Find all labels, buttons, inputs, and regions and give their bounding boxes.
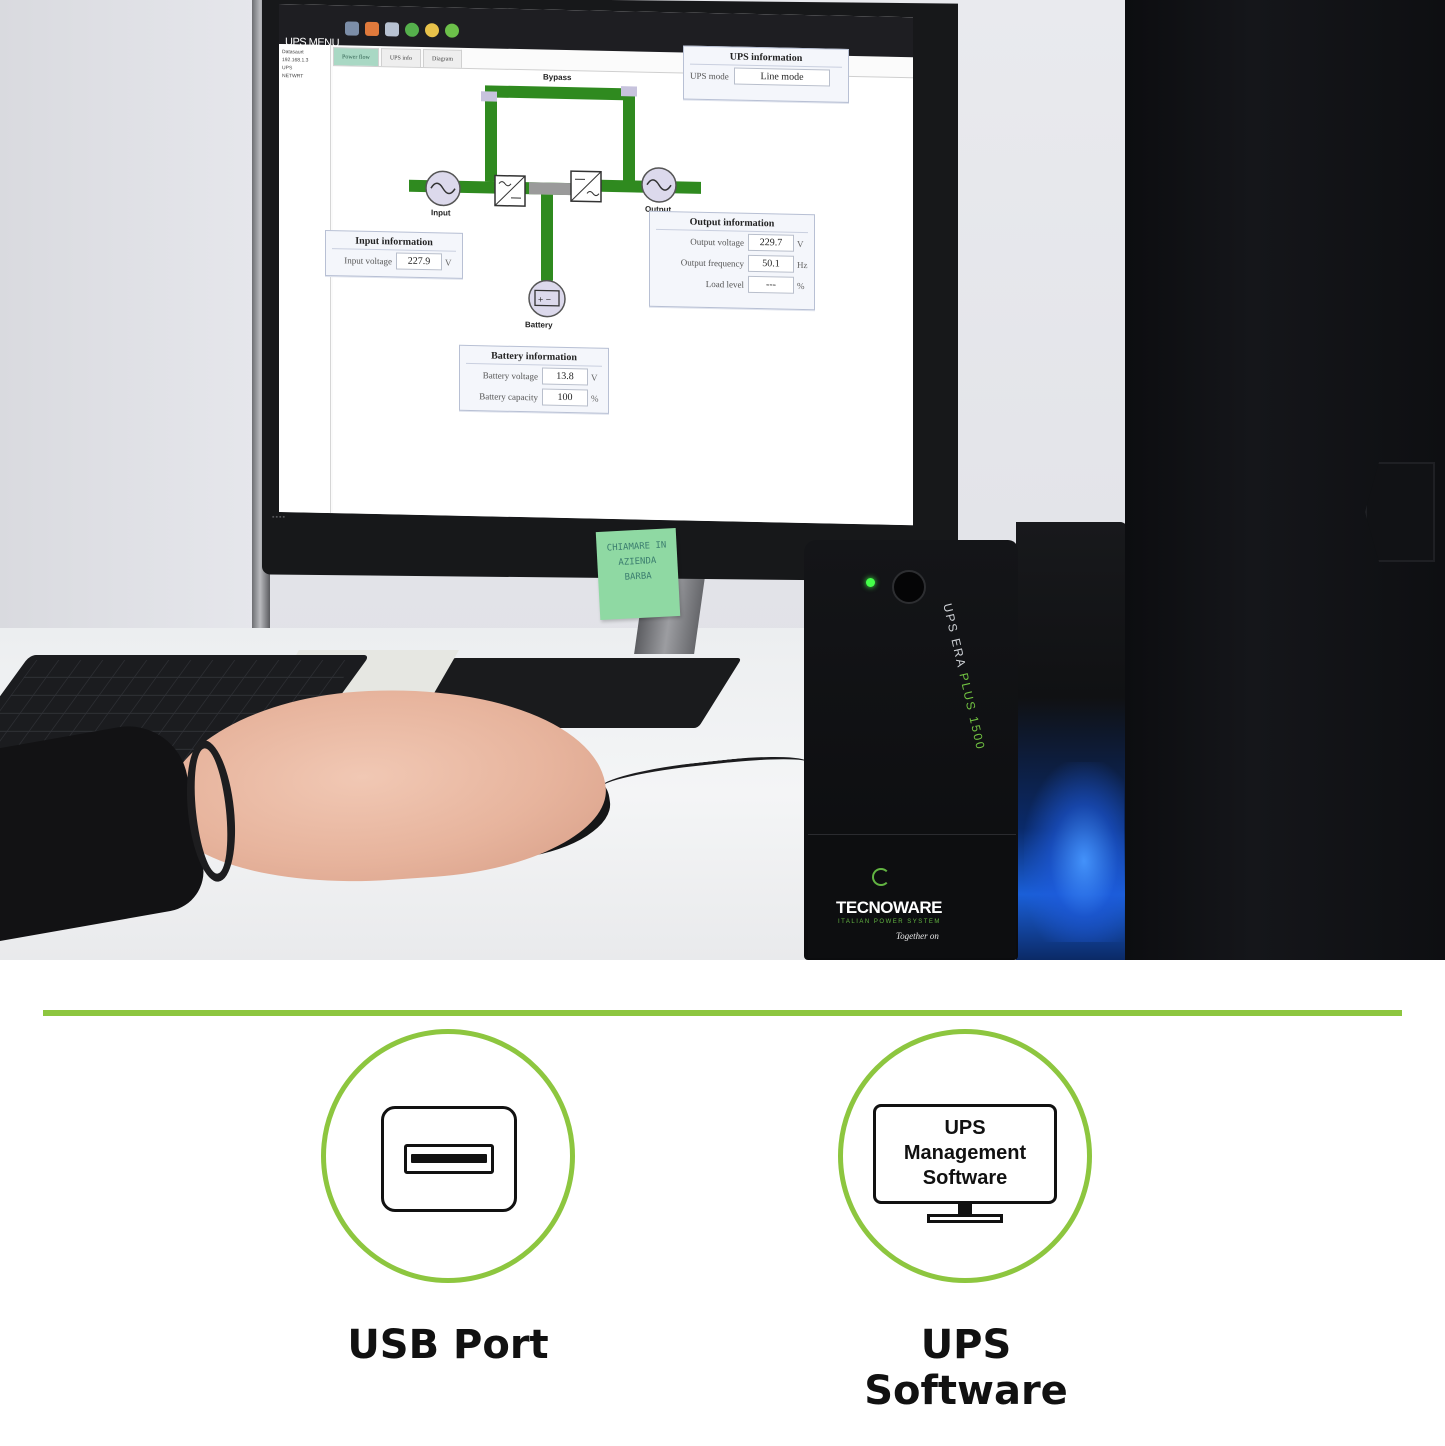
ups-mode-value: Line mode	[734, 67, 830, 87]
sidebar-line[interactable]: NETWRT	[282, 73, 304, 80]
screen-toolbar	[345, 21, 459, 38]
green-divider	[43, 1010, 1402, 1016]
toolbar-person-icon[interactable]	[365, 21, 379, 37]
input-ac-icon	[425, 170, 461, 207]
svg-text:+ −: + −	[538, 294, 551, 304]
monitor-icon-frame	[873, 1104, 1057, 1204]
toolbar-status-icon[interactable]	[405, 22, 419, 37]
ups-blue-glow	[1024, 762, 1124, 942]
ups-brand-subtitle: ITALIAN POWER SYSTEM	[838, 919, 941, 925]
icon-text-line: Management	[903, 1142, 1027, 1164]
inverter-icon	[570, 170, 602, 203]
monitor-icon-foot	[927, 1214, 1003, 1223]
field-label: Battery capacity	[479, 390, 538, 402]
battery-capacity-value: 100	[542, 388, 588, 407]
label-line: UPS	[920, 1322, 1012, 1368]
field-label: Output frequency	[680, 256, 744, 269]
bypass-label: Bypass	[543, 72, 572, 83]
tab-power-flow[interactable]: Power flow	[333, 47, 379, 68]
field-unit: V	[591, 372, 598, 383]
field-unit: %	[797, 280, 805, 291]
usb-port-tongue	[411, 1154, 487, 1163]
field-label: Load level	[705, 278, 744, 290]
monitor-icon-text: UPS Management Software	[873, 1116, 1057, 1191]
field-unit: V	[797, 238, 804, 249]
field-label: Battery voltage	[482, 369, 538, 381]
field-label: UPS mode	[690, 70, 729, 81]
battery-line	[541, 194, 553, 281]
monitor-brand-mark: ▪▪▪▪	[272, 514, 286, 521]
power-flow-diagram: + −	[409, 85, 701, 318]
load-level-value: ---	[748, 275, 794, 294]
tab-diagram[interactable]: Diagram	[423, 49, 463, 69]
toolbar-settings-icon[interactable]	[385, 22, 399, 37]
toolbar-search-icon[interactable]	[425, 23, 439, 38]
output-ac-icon	[641, 167, 677, 203]
tower-emblem-icon	[1365, 462, 1435, 562]
label-line: Software	[864, 1368, 1068, 1414]
bypass-line	[485, 85, 635, 101]
output-information-panel: Output information Output voltage 229.7 …	[649, 210, 815, 311]
ups-mode-row: UPS mode Line mode	[684, 64, 848, 88]
ups-bottom-panel	[808, 834, 1016, 958]
bypass-joint	[481, 91, 497, 102]
monitor-icon-neck	[958, 1203, 972, 1217]
field-unit: Hz	[797, 259, 808, 270]
tecnoware-logo-icon	[872, 868, 890, 886]
usb-port-label: USB Port	[347, 1322, 549, 1368]
battery-capacity-row: Battery capacity 100 %	[460, 385, 608, 409]
output-frequency-value: 50.1	[748, 254, 794, 273]
bypass-left-leg	[485, 91, 497, 182]
ups-software-screen: UPS MENU Datasaurt 192.168.1.3 UPS NETWR…	[279, 4, 913, 526]
load-level-row: Load level --- %	[650, 272, 814, 296]
output-voltage-value: 229.7	[748, 233, 794, 252]
input-voltage-value: 227.9	[396, 252, 442, 271]
icon-text-line: UPS	[944, 1117, 986, 1139]
toolbar-help-icon[interactable]	[445, 23, 459, 38]
battery-icon: + −	[528, 279, 566, 318]
power-button	[892, 570, 926, 604]
rectifier-icon	[494, 174, 526, 207]
screen-sidebar: Datasaurt 192.168.1.3 UPS NETWRT	[279, 44, 331, 514]
tab-ups-info[interactable]: UPS info	[380, 48, 422, 68]
ups-tagline: Together on	[896, 931, 939, 941]
input-label: Input	[431, 208, 451, 218]
power-flow-area: + − Bypass Input Output Battery UPS info…	[325, 45, 913, 526]
ups-unit: UPS ERA PLUS 1500 TECNOWARE ITALIAN POWE…	[804, 522, 1128, 960]
battery-information-panel: Battery information Battery voltage 13.8…	[459, 344, 609, 414]
icon-text-line: Software	[922, 1167, 1008, 1189]
field-label: Output voltage	[690, 236, 744, 248]
input-information-panel: Input information Input voltage 227.9 V	[325, 229, 463, 279]
sticky-note: CHIAMARE IN AZIENDA BARBA	[595, 527, 681, 621]
battery-voltage-value: 13.8	[542, 367, 588, 386]
ups-brand: TECNOWARE	[836, 898, 943, 917]
bypass-right-leg	[623, 94, 635, 183]
ups-software-label: UPS Software	[796, 1322, 1136, 1414]
wall	[0, 0, 260, 650]
power-led-icon	[866, 578, 875, 587]
ups-information-panel: UPS information UPS mode Line mode	[683, 45, 849, 103]
field-label: Input voltage	[344, 254, 392, 266]
battery-label: Battery	[525, 320, 553, 330]
field-unit: V	[445, 256, 452, 268]
input-voltage-row: Input voltage 227.9 V	[326, 249, 462, 273]
field-unit: %	[591, 393, 599, 404]
toolbar-monitor-icon[interactable]	[345, 21, 359, 36]
bypass-joint	[621, 86, 637, 97]
office-scene-photo: ▪▪▪▪ UPS MENU Datasaurt 192.168.1.3 UPS …	[0, 0, 1445, 960]
